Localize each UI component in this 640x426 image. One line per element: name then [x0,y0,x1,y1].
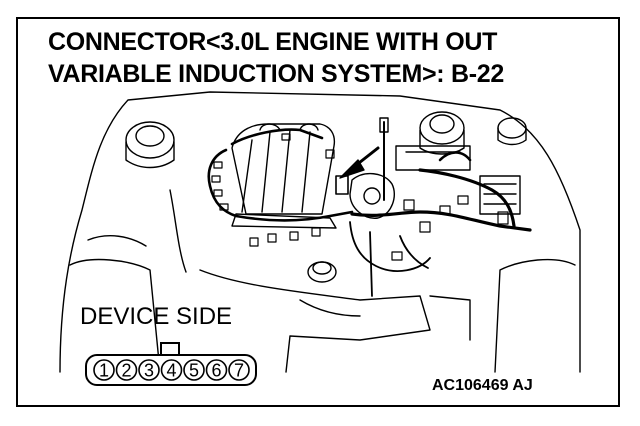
connector-pin [183,359,205,381]
left-strut-tower [125,121,175,169]
connector-pin-number: 3 [144,361,154,381]
oil-filler-cap [307,261,337,283]
connector-pin-number: 2 [121,361,131,381]
reservoir-cap [497,117,527,146]
connector-location-arrow [335,146,380,195]
throttle-body [349,173,396,219]
right-strut-tower [419,111,465,155]
connector-pin [115,359,138,381]
harness-connectors [211,133,335,247]
wiring-harness-left [207,148,354,222]
figure-reference: AC106469 AJ [432,377,533,394]
connector-pin-number: 4 [166,361,176,381]
relay-box [479,175,521,215]
connector-pin-number: 5 [189,361,199,381]
engine-bay-outline [59,91,581,373]
wiring-harness-right [350,210,532,232]
connector-pin-number: 6 [211,361,221,381]
intake-manifold [231,123,337,229]
connector-pin [160,359,183,381]
title-line-1: CONNECTOR<3.0L ENGINE WITH OUT [48,28,498,56]
title-line-2: VARIABLE INDUCTION SYSTEM>: B-22 [48,60,504,88]
connector-pin [205,359,228,381]
misc-connectors [391,195,509,261]
connector-pin-number: 1 [99,361,109,381]
device-side-label: DEVICE SIDE [80,303,233,330]
connector-pin [138,359,160,381]
connector-pin [93,359,115,381]
connector-pin [228,359,250,381]
connector-pin-number: 7 [234,361,244,381]
